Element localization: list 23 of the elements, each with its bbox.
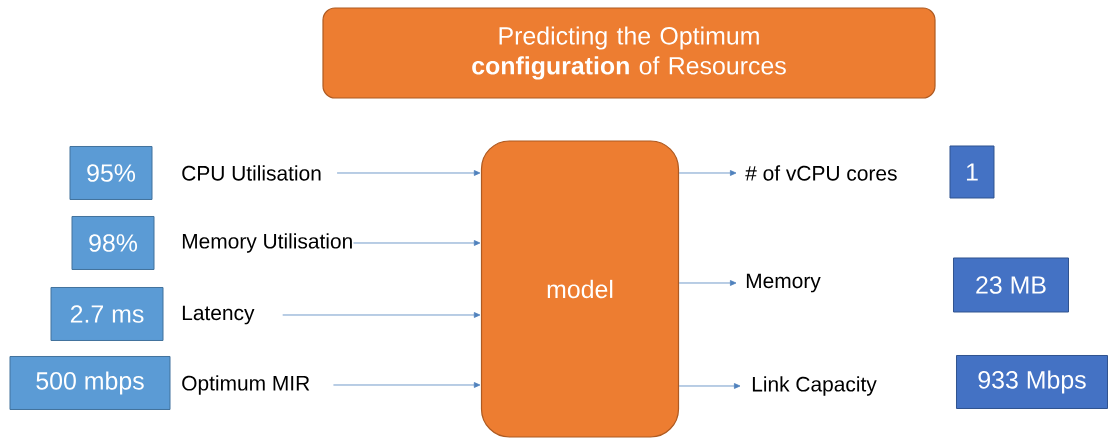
value-box: 2.7 ms bbox=[50, 287, 164, 341]
arrow bbox=[678, 280, 737, 286]
arrow bbox=[353, 240, 481, 246]
value-box: 23 MB bbox=[953, 257, 1069, 313]
value-box: 1 bbox=[949, 145, 995, 199]
parameter-label: Link Capacity bbox=[752, 376, 877, 396]
value-box: 98% bbox=[71, 216, 155, 270]
arrow bbox=[678, 170, 737, 176]
arrow bbox=[678, 383, 741, 389]
parameter-label: CPU Utilisation bbox=[182, 165, 321, 181]
title-banner: Predicting the Optimum configuration of Resources bbox=[322, 7, 936, 99]
arrow bbox=[333, 382, 481, 388]
value-box: 95% bbox=[69, 146, 153, 200]
arrow bbox=[282, 312, 481, 318]
value-box: 933 Mbps bbox=[956, 355, 1108, 409]
parameter-label: Memory Utilisation bbox=[182, 233, 352, 253]
parameter-label: Optimum MIR bbox=[182, 375, 310, 395]
parameter-label: Memory bbox=[746, 273, 821, 293]
parameter-label: Latency bbox=[182, 305, 255, 325]
parameter-label: # of vCPU cores bbox=[745, 165, 897, 181]
value-box: 500 mbps bbox=[9, 356, 171, 410]
arrow bbox=[336, 170, 481, 176]
model-box: model bbox=[480, 140, 680, 438]
